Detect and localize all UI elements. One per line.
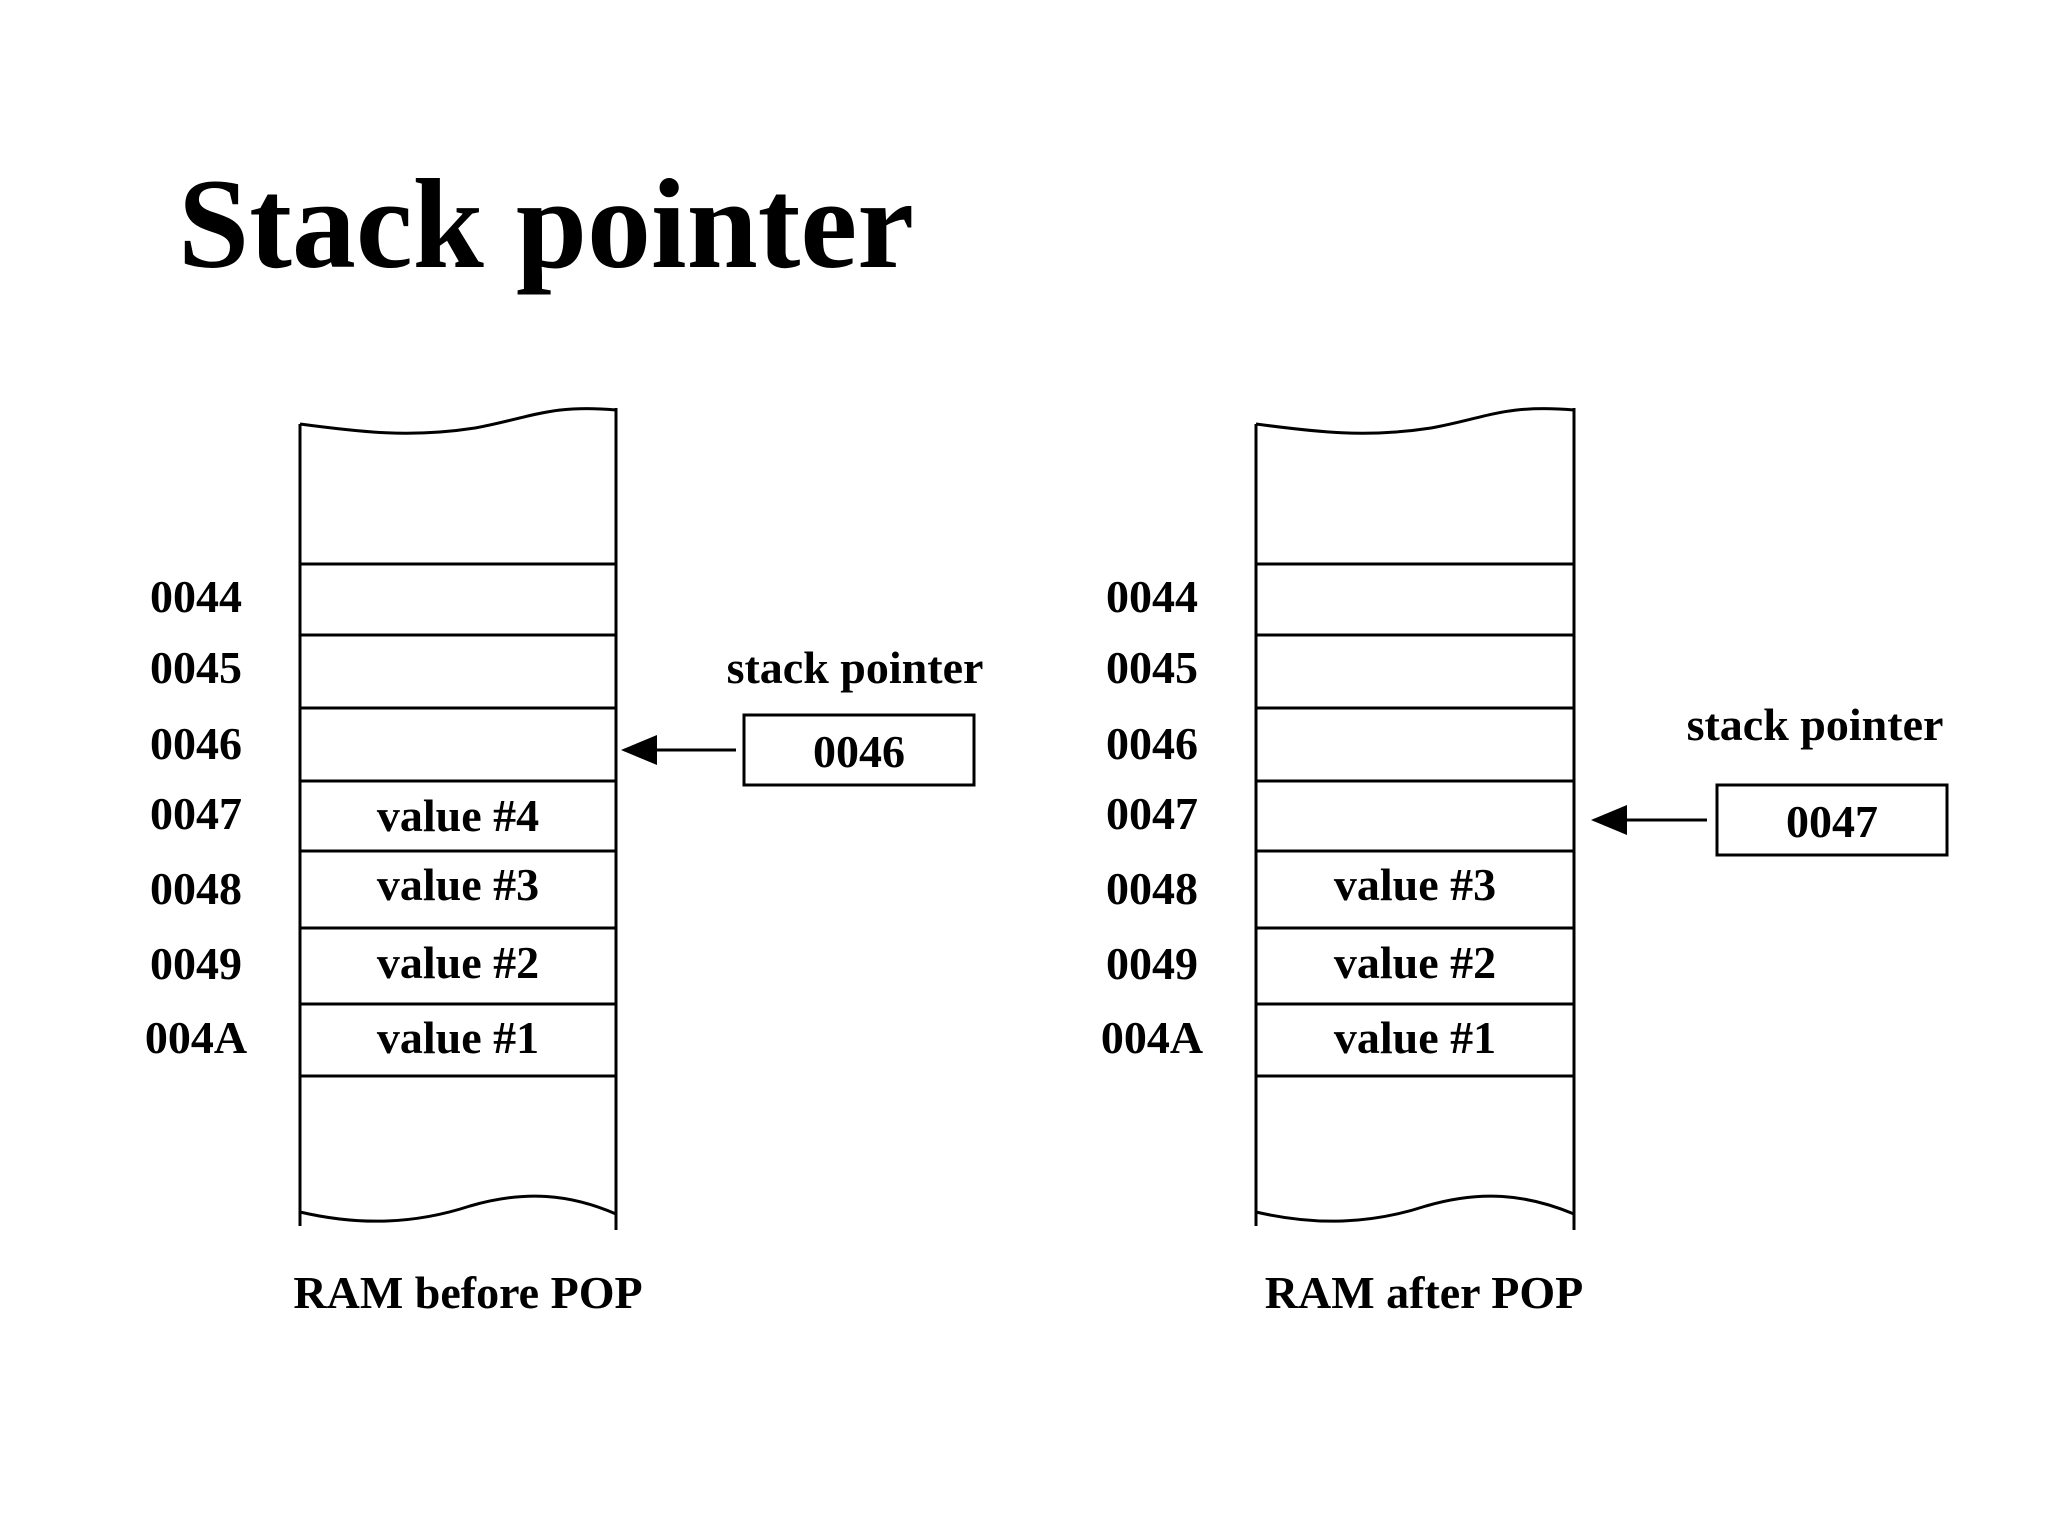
address-label: 004A xyxy=(1101,1012,1203,1063)
address-label: 0049 xyxy=(150,938,242,989)
address-label: 004A xyxy=(145,1012,247,1063)
cell-value: value #1 xyxy=(1334,1012,1496,1063)
cell-value: value #2 xyxy=(1334,937,1496,988)
panel-caption: RAM after POP xyxy=(1265,1267,1583,1318)
panel-caption: RAM before POP xyxy=(293,1267,642,1318)
address-label: 0046 xyxy=(1106,718,1198,769)
page-title: Stack pointer xyxy=(178,153,914,295)
cell-value: value #3 xyxy=(1334,859,1496,910)
stack-pointer-box xyxy=(1715,783,1949,857)
cell-value: value #4 xyxy=(377,790,539,841)
address-label: 0049 xyxy=(1106,938,1198,989)
address-label: 0047 xyxy=(150,788,242,839)
stack-pointer-label: stack pointer xyxy=(1687,699,1944,750)
address-label: 0048 xyxy=(150,863,242,914)
ram-top-break-line xyxy=(299,407,617,435)
address-label: 0044 xyxy=(1106,571,1198,622)
address-label: 0044 xyxy=(150,571,242,622)
stack-pointer-value: 0047 xyxy=(1786,796,1878,847)
address-label: 0046 xyxy=(150,718,242,769)
address-label: 0047 xyxy=(1106,788,1198,839)
stack-pointer-value: 0046 xyxy=(813,726,905,777)
cell-value: value #3 xyxy=(377,859,539,910)
stack-pointer-box xyxy=(742,713,976,787)
address-label: 0048 xyxy=(1106,863,1198,914)
ram-bottom-break-line xyxy=(299,1194,617,1223)
cell-value: value #1 xyxy=(377,1012,539,1063)
ram-top-break-line xyxy=(1255,407,1575,435)
address-label: 0045 xyxy=(1106,642,1198,693)
cell-value: value #2 xyxy=(377,937,539,988)
stack-pointer-label: stack pointer xyxy=(727,642,984,693)
address-label: 0045 xyxy=(150,642,242,693)
ram-bottom-break-line xyxy=(1255,1194,1575,1223)
